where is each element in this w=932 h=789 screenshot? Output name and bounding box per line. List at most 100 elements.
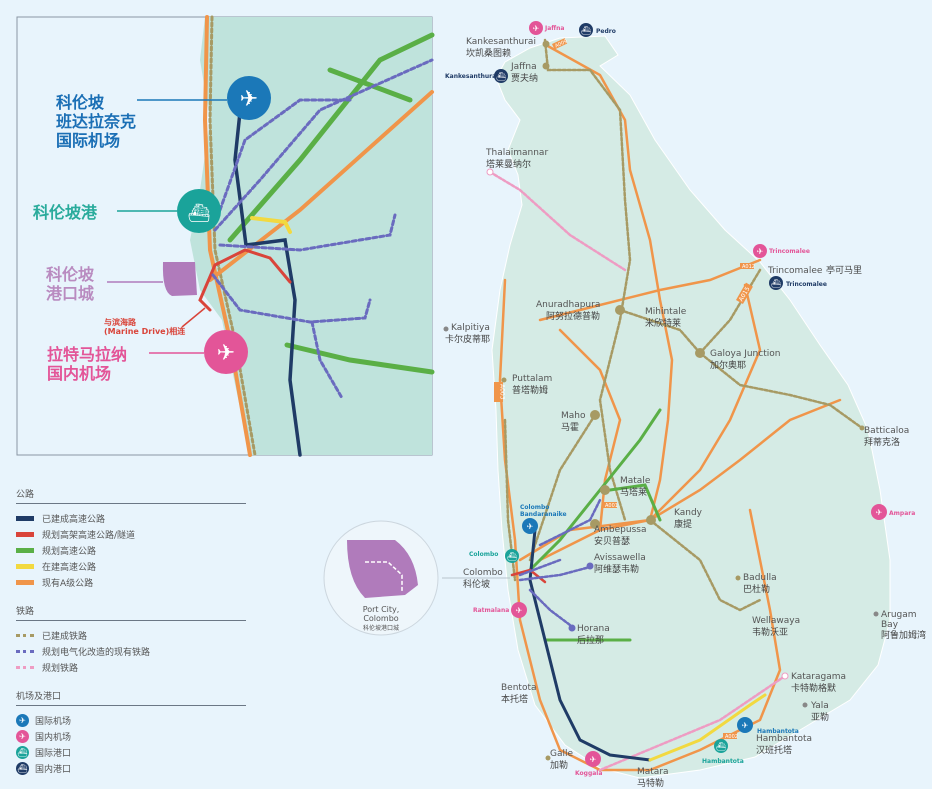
hambantota-airport-icon (737, 717, 753, 733)
legend-intl-port: ⛴国际港口 (16, 744, 246, 760)
city-ambepussa-zh: 安贝普瑟 (594, 535, 630, 547)
ampara-airport-label: Ampara (889, 510, 915, 517)
inset-icons: ✈ ⛴ ✈ (177, 76, 271, 374)
inset-rail-electrify-3 (211, 273, 372, 324)
road-code-a003: A003 (499, 384, 506, 400)
city-hambantota-zh: 汉班托塔 (756, 744, 792, 756)
domestic-airport-icon: ✈ (16, 729, 29, 743)
svg-text:⛴: ⛴ (188, 203, 211, 224)
road-code-badges: A009 A012 A001 A002 A003 A015 (494, 38, 755, 740)
city-horana-zh: 后拉那 (577, 634, 604, 646)
legend-intl-airport: ✈国际机场 (16, 712, 246, 728)
legend: 公路 已建成高速公路 规划高架高速公路/隧道 规划高速公路 在建高速公路 现有A… (16, 487, 246, 776)
city-galle-zh: 加勒 (550, 759, 568, 771)
svg-text:✈: ✈ (590, 755, 597, 764)
legend-road-construction: 在建高速公路 (16, 558, 246, 574)
city-trincomalee-zh: 亭可马里 (826, 264, 862, 276)
city-thalaimannar-en: Thalaimannar (485, 148, 548, 158)
legend-dom-airport: ✈国内机场 (16, 728, 246, 744)
inset-labels: 科伦坡 班达拉奈克 国际机场 科伦坡港 科伦坡 港口城 与滨海路 (Marine… (33, 93, 186, 383)
swatch (16, 649, 34, 653)
marine-drive-label-1: 与滨海路 (104, 317, 137, 327)
swatch (16, 665, 34, 669)
legend-road-built: 已建成高速公路 (16, 510, 246, 526)
svg-text:✈: ✈ (533, 24, 540, 33)
inset-rail-electrify-5 (218, 98, 352, 212)
city-anuradhapura-zh: 阿努拉德普勒 (546, 310, 600, 322)
city-yala-zh: 亚勒 (811, 711, 829, 723)
jaffna-airport-icon (529, 21, 543, 35)
city-avissawella-en: Avissawella (594, 553, 646, 563)
road-code-a001: A001 (605, 503, 618, 509)
city-kandy-en: Kandy (674, 508, 703, 518)
city-maho-en: Maho (561, 411, 586, 421)
legend-rail-planned: 规划铁路 (16, 659, 246, 675)
city-bentota-en: Bentota (501, 683, 537, 693)
city-ambepussa-en: Ambepussa (594, 525, 646, 535)
city-kandy-zh: 康提 (674, 518, 692, 530)
inset-rail-coast (208, 15, 257, 457)
city-kankesanthurai-en: Kankesanthurai (466, 37, 536, 47)
port-city-shape-detail (347, 540, 418, 598)
city-anuradhapura-en: Anuradhapura (536, 300, 600, 310)
inset-rail-electrify-1 (213, 58, 434, 232)
city-hambantota-en: Hambantota (756, 734, 812, 744)
bia-airport-label-1: Colombo (520, 504, 549, 511)
hambantota-port-icon (714, 739, 728, 753)
bia-airport-icon (522, 518, 538, 534)
bia-airport-label-2: Bandaranaike (520, 511, 567, 518)
city-galoya-zh: 加尔奥耶 (710, 359, 746, 371)
svg-text:✈: ✈ (527, 522, 534, 531)
inset-rail-electrify-2 (218, 213, 397, 252)
city-wellawaya-zh: 韦勒沃亚 (752, 626, 788, 638)
pedro-port-icon (579, 23, 593, 37)
legend-label: 在建高速公路 (42, 562, 97, 573)
inset-expressway-planned-south (284, 342, 435, 375)
rail-northern (543, 38, 632, 522)
legend-rail-built: 已建成铁路 (16, 627, 246, 643)
station-dots (443, 40, 879, 761)
city-galoya-en: Galoya Junction (710, 349, 780, 359)
expressway-construction-south (648, 693, 767, 762)
city-kalpitiya-en: Kalpitiya (451, 323, 490, 333)
city-bentota-zh: 本托塔 (501, 693, 528, 705)
city-colombo-zh: 科伦坡 (463, 578, 490, 590)
sri-lanka-landmass (491, 35, 891, 779)
legend-label: 已建成高速公路 (42, 514, 106, 525)
legend-label: 规划高速公路 (42, 546, 97, 557)
inset-airport-label-2: 班达拉奈克 (56, 112, 136, 131)
inset-ratmalana-label-2: 国内机场 (47, 364, 111, 383)
inset-ratmalana-label-1: 拉特马拉纳 (47, 345, 127, 364)
swatch (16, 515, 34, 521)
colombo-port-label: Colombo (469, 551, 498, 558)
expressway-planned-kandy (608, 483, 662, 522)
legend-dom-port: ⛴国内港口 (16, 760, 246, 776)
intl-port-icon: ⛴ (16, 745, 29, 759)
svg-text:✈: ✈ (742, 721, 749, 730)
city-batticaloa-en: Batticaloa (864, 426, 909, 436)
port-city-road (365, 561, 403, 592)
svg-text:✈: ✈ (876, 508, 883, 517)
city-galle-en: Galle (550, 749, 573, 759)
rail-electrify (518, 498, 602, 627)
swatch (16, 531, 34, 537)
ampara-airport-icon (871, 504, 887, 520)
road-code-a009: A009 (554, 39, 568, 50)
city-matara-en: Matara (637, 767, 669, 777)
intl-airport-icon: ✈ (16, 713, 29, 727)
inset-land (190, 17, 432, 455)
legend-label: 规划铁路 (42, 663, 79, 674)
city-mihintale-zh: 米欣特莱 (645, 317, 681, 329)
a-road-a015 (648, 283, 762, 522)
swatch (16, 579, 34, 585)
city-arugam-en1: Arugam (881, 610, 917, 620)
city-yala-en: Yala (810, 701, 829, 711)
legend-road-elevated: 规划高架高速公路/隧道 (16, 526, 246, 542)
inset-expressway-built (233, 110, 302, 457)
city-kataragama-zh: 卡特勒格默 (791, 682, 836, 694)
city-badulla-en: Badulla (743, 573, 777, 583)
city-jaffna-en: Jaffna (510, 62, 537, 72)
city-batticaloa-zh: 拜蒂克洛 (864, 436, 900, 448)
svg-text:✈: ✈ (516, 606, 523, 615)
